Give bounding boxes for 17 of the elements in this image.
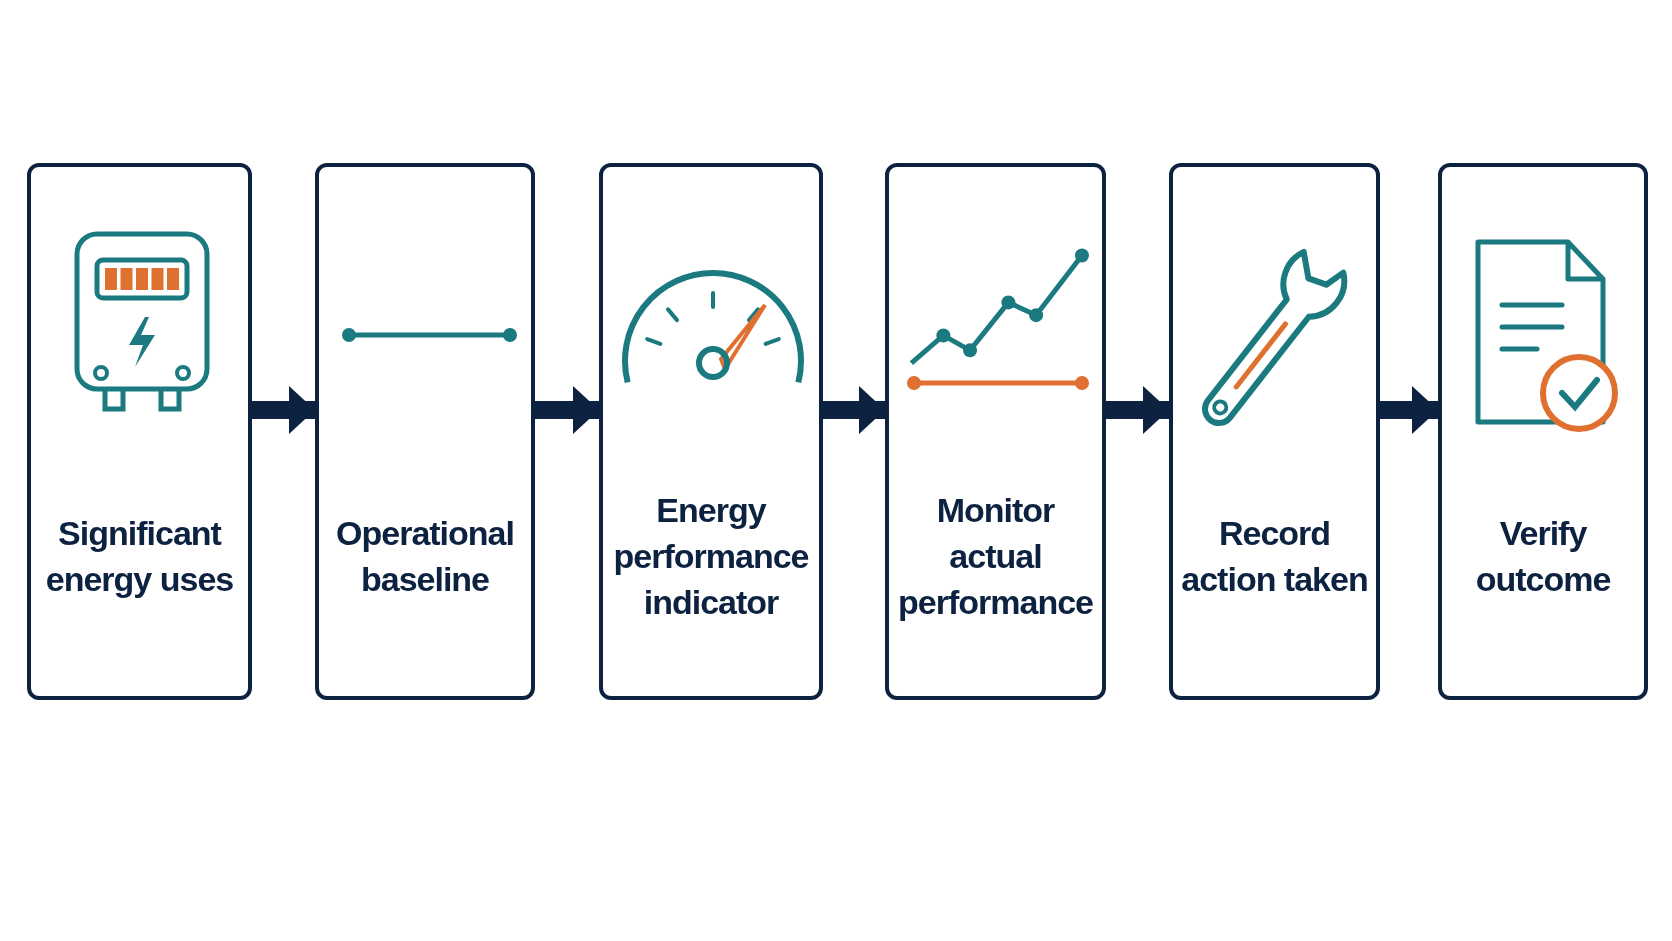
step-label: Energy performance indicator: [612, 490, 810, 623]
arrow: [252, 386, 315, 434]
arrow: [1380, 386, 1438, 434]
step-label: Significant energy uses: [44, 513, 235, 600]
process-box: [315, 163, 535, 700]
step-label: Verify outcome: [1474, 513, 1612, 600]
step-label: Operational baseline: [335, 513, 515, 600]
arrow: [1106, 386, 1169, 434]
process-box: [599, 163, 823, 700]
step-label: Record action taken: [1180, 513, 1369, 600]
arrow: [535, 386, 599, 434]
process-box: [27, 163, 252, 700]
process-box: [1169, 163, 1380, 700]
arrow: [823, 386, 885, 434]
step-label: Monitor actual performance: [897, 490, 1094, 623]
process-box: [1438, 163, 1648, 700]
process-box: [885, 163, 1106, 700]
